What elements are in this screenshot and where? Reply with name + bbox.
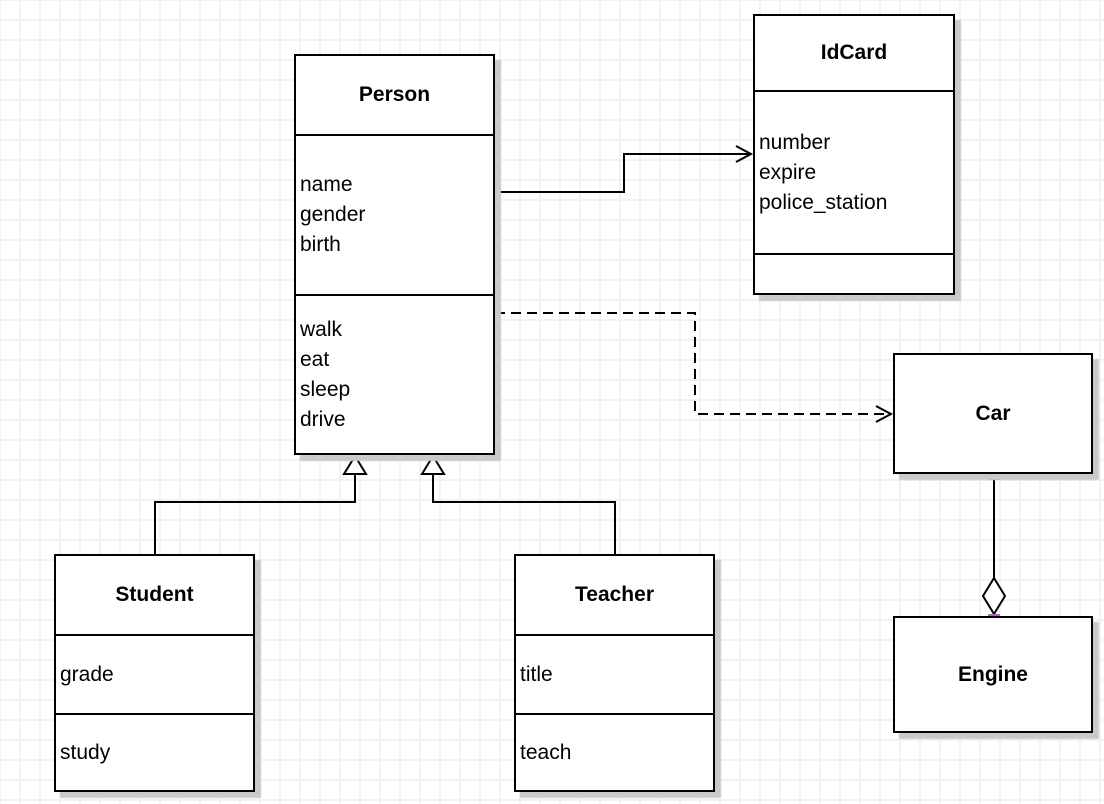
method: drive [300, 407, 346, 431]
hollow-triangle-teacher-icon [420, 454, 446, 475]
class-engine[interactable]: Engine [893, 616, 1093, 733]
class-teacher-methods: teach [516, 713, 713, 790]
attribute: number [759, 130, 831, 154]
class-student-title: Student [115, 583, 194, 606]
attribute: title [520, 662, 553, 686]
attribute: gender [300, 203, 366, 226]
class-person-methods: walk eat sleep drive [296, 294, 493, 453]
class-person-attributes: name gender birth [296, 134, 493, 294]
class-idcard-attributes: number expire police_station [755, 90, 953, 253]
attribute: expire [759, 160, 817, 184]
edge-teacher-person[interactable] [432, 474, 616, 554]
class-teacher-attributes: title [516, 634, 713, 713]
class-teacher[interactable]: Teacher title teach [514, 554, 715, 792]
attribute: police_station [759, 190, 888, 214]
edge-person-car[interactable] [495, 312, 889, 415]
open-arrowhead-idcard-icon [735, 145, 754, 163]
class-student-attributes: grade [56, 634, 253, 713]
attribute: birth [300, 233, 341, 256]
class-teacher-title: Teacher [575, 583, 654, 606]
class-engine-title: Engine [957, 662, 1028, 686]
class-student[interactable]: Student grade study [54, 554, 255, 792]
class-idcard-methods [755, 253, 953, 293]
open-arrowhead-car-icon [875, 405, 894, 423]
class-car[interactable]: Car [893, 353, 1093, 474]
attribute: name [300, 173, 353, 196]
hollow-triangle-student-icon [342, 454, 368, 475]
edge-student-person[interactable] [154, 474, 356, 554]
edge-person-idcard[interactable] [495, 153, 749, 193]
class-idcard-title: IdCard [820, 41, 888, 64]
class-car-title: Car [975, 401, 1011, 425]
hollow-diamond-icon [981, 576, 1007, 616]
class-person[interactable]: Person name gender birth walk eat sleep … [294, 54, 495, 455]
method: sleep [300, 377, 351, 401]
method: eat [300, 347, 330, 371]
class-student-methods: study [56, 713, 253, 790]
method: walk [300, 317, 343, 341]
method: study [60, 740, 111, 764]
class-person-title: Person [358, 83, 431, 106]
attribute: grade [60, 662, 114, 686]
class-idcard[interactable]: IdCard number expire police_station [753, 14, 955, 295]
method: teach [520, 740, 572, 764]
